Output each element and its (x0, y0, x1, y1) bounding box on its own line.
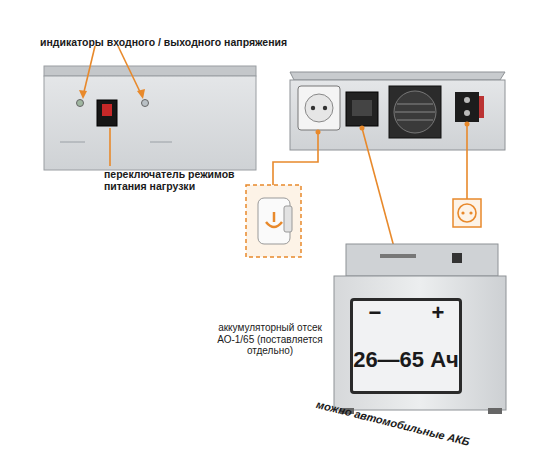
arrow-head (137, 89, 145, 99)
callout-text: аккумуляторный отсек АО-1/65 (поставляет… (200, 322, 340, 357)
plug-adapter (246, 185, 301, 257)
rear-panel (290, 72, 505, 150)
callout-text: индикаторы входного / выходного напряжен… (40, 36, 300, 48)
battery-label: 26—65 Ач (350, 298, 462, 394)
callout-text: переключатель режимов питания нагрузки (104, 168, 254, 192)
arrow-head (79, 90, 87, 99)
socket-icon (453, 199, 481, 227)
callout-text: + (428, 300, 448, 325)
battery-compartment (334, 244, 506, 414)
leader-lines (273, 124, 467, 262)
leader-lines (83, 46, 142, 166)
front-panel (44, 66, 256, 170)
capacity-text: 26—65 Ач (353, 347, 459, 373)
callout-text: − (365, 300, 385, 325)
